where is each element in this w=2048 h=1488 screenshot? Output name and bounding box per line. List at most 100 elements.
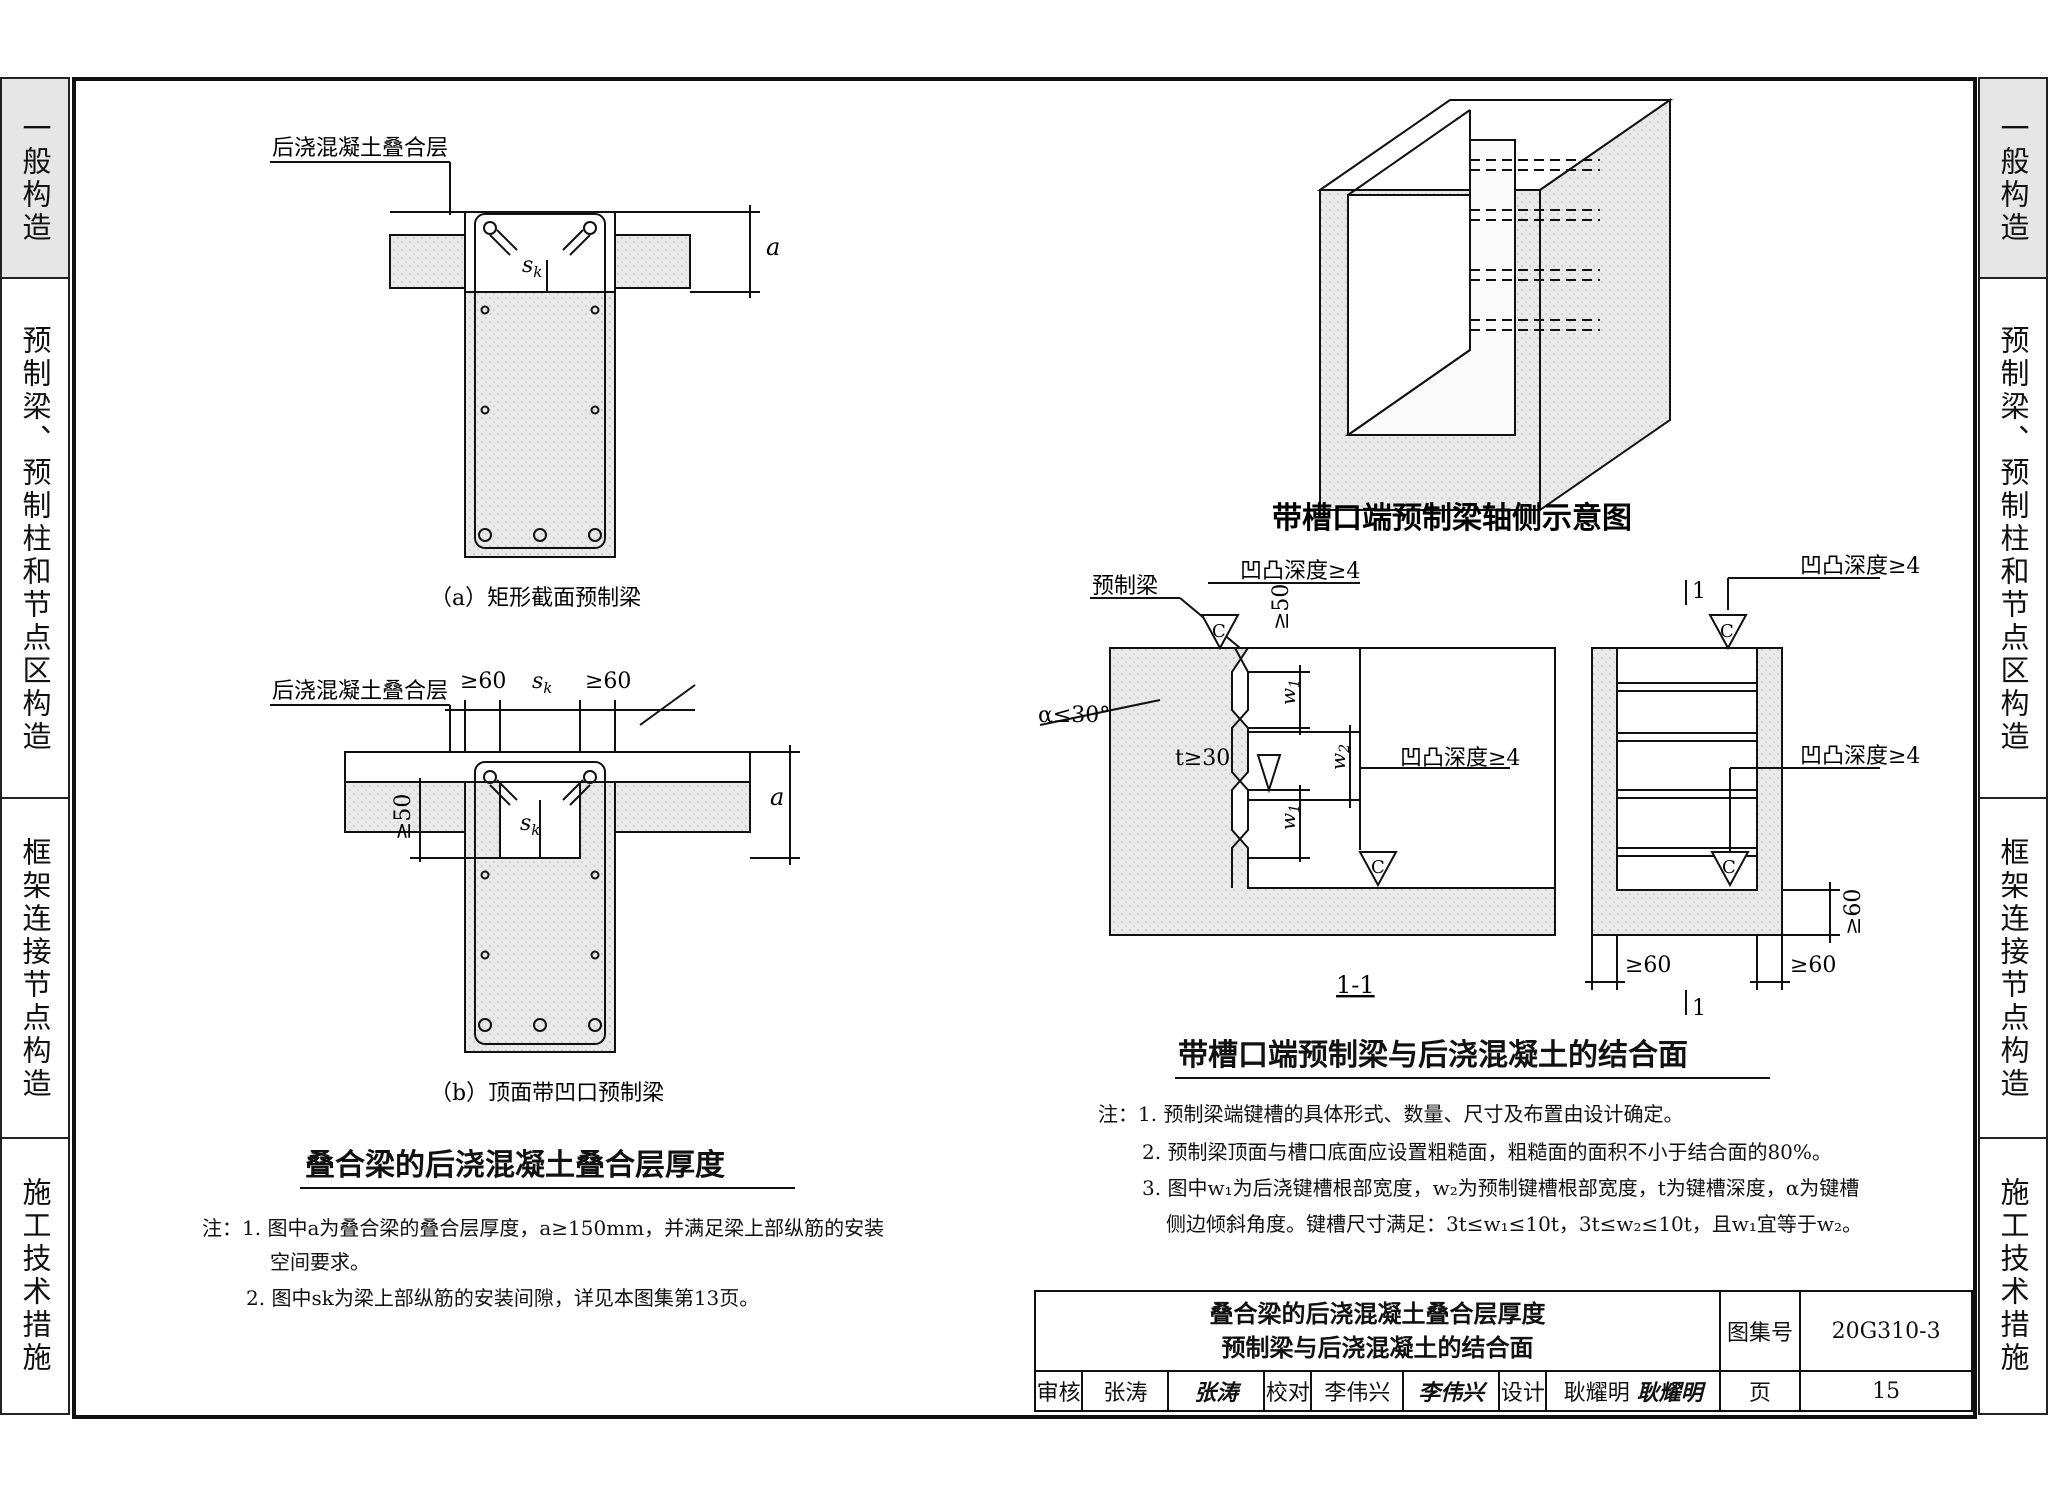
rebar bbox=[480, 950, 490, 960]
right-panel-title: 带槽口端预制梁与后浇混凝土的结合面 bbox=[1178, 1038, 1688, 1073]
rebar bbox=[590, 305, 600, 315]
slab-right bbox=[614, 781, 751, 833]
rebar bbox=[590, 405, 600, 415]
hook bbox=[489, 234, 511, 256]
elev-depth-top: 凹凸深度≥4 bbox=[1800, 554, 1920, 579]
figure-b-notch-beam bbox=[270, 684, 800, 1053]
side-tab-label: 框架连接节点构造 bbox=[1996, 837, 2030, 1101]
title-block: 叠合梁的后浇混凝土叠合层厚度 预制梁与后浇混凝土的结合面 图集号 20G310-… bbox=[1033, 1290, 1973, 1412]
checker-name: 李伟兴 bbox=[1310, 1370, 1405, 1412]
reviewer-signature: 张涛 bbox=[1167, 1370, 1266, 1412]
slot-elevation bbox=[1585, 577, 1880, 1015]
side-tab-label: 框架连接节点构造 bbox=[18, 837, 52, 1101]
key-profile bbox=[1231, 647, 1249, 888]
designer-signature: 耿耀明 bbox=[1636, 1380, 1703, 1406]
page-number: 15 bbox=[1799, 1370, 1973, 1412]
hook bbox=[569, 784, 591, 806]
designer-name-and-signature: 耿耀明 耿耀明 bbox=[1545, 1370, 1721, 1412]
figure-a-rect-beam bbox=[270, 161, 760, 558]
side-tab-label: 预制梁、预制柱和节点区构造 bbox=[1996, 324, 2030, 754]
title-block-title: 叠合梁的后浇混凝土叠合层厚度 预制梁与后浇混凝土的结合面 bbox=[1034, 1290, 1721, 1372]
sec-w1-top: w1 bbox=[1276, 679, 1303, 705]
elev-cut-bottom: 1 bbox=[1692, 996, 1706, 1021]
side-tab-construction-right[interactable]: 施工技术措施 bbox=[1978, 1137, 2048, 1415]
hook bbox=[496, 229, 518, 251]
rebar bbox=[590, 870, 600, 880]
isometric-view bbox=[1316, 98, 1674, 512]
roughness-symbol bbox=[1200, 614, 1240, 651]
fig-a-layer-label: 后浇混凝土叠合层 bbox=[272, 136, 448, 161]
rebar bbox=[583, 770, 597, 784]
topping-layer bbox=[344, 751, 751, 783]
sec-depth-mid: 凹凸深度≥4 bbox=[1400, 746, 1520, 771]
left-panel-title: 叠合梁的后浇混凝土叠合层厚度 bbox=[305, 1148, 725, 1183]
review-label: 审核 bbox=[1033, 1370, 1084, 1412]
fig-a-dim-a: a bbox=[766, 233, 780, 261]
side-tab-label: 一般构造 bbox=[1996, 113, 2030, 245]
hook bbox=[496, 779, 518, 801]
sec-depth-top: 凹凸深度≥4 bbox=[1240, 559, 1360, 584]
check-label: 校对 bbox=[1263, 1370, 1313, 1412]
side-tab-general-left[interactable]: 一般构造 bbox=[0, 77, 70, 281]
sec-ge50: ≥50 bbox=[1269, 584, 1294, 630]
sec-label: 1-1 bbox=[1336, 971, 1375, 999]
hook bbox=[569, 234, 591, 256]
side-tab-precast-right[interactable]: 预制梁、预制柱和节点区构造 bbox=[1978, 277, 2048, 801]
elev-c-top: C bbox=[1720, 621, 1734, 642]
side-tab-label: 施工技术措施 bbox=[1996, 1177, 2030, 1375]
fig-b-ge50: ≥50 bbox=[391, 794, 416, 840]
side-tab-label: 施工技术措施 bbox=[18, 1177, 52, 1375]
side-tab-frame-right[interactable]: 框架连接节点构造 bbox=[1978, 797, 2048, 1141]
rebar bbox=[533, 1018, 547, 1032]
rebar bbox=[588, 1018, 602, 1032]
fig-a-sk: sk bbox=[522, 253, 542, 281]
sec-c-bottom: C bbox=[1371, 857, 1385, 878]
rebar bbox=[590, 950, 600, 960]
leader-line bbox=[1039, 699, 1161, 726]
elev-ge60-left: ≥60 bbox=[1625, 953, 1671, 978]
sec-t: t≥30 bbox=[1175, 746, 1230, 771]
key-lines bbox=[1470, 159, 1600, 331]
left-note-1: 注：1. 图中a为叠合梁的叠合层厚度，a≥150mm，并满足梁上部纵筋的安装 bbox=[202, 1216, 885, 1240]
designer-name: 耿耀明 bbox=[1563, 1381, 1630, 1406]
sec-beam-label: 预制梁 bbox=[1092, 574, 1158, 599]
side-tab-construction-left[interactable]: 施工技术措施 bbox=[0, 1137, 70, 1415]
atlas-label: 图集号 bbox=[1718, 1290, 1802, 1372]
roughness-symbol bbox=[1708, 614, 1748, 651]
side-tab-label: 预制梁、预制柱和节点区构造 bbox=[18, 324, 52, 754]
rebar bbox=[483, 221, 497, 235]
rebar bbox=[480, 305, 490, 315]
sec-w1-bottom: w1 bbox=[1276, 804, 1303, 830]
slot-edge bbox=[1347, 109, 1471, 196]
key-triangle bbox=[1256, 754, 1282, 794]
iso-title: 带槽口端预制梁轴侧示意图 bbox=[1272, 501, 1632, 536]
sec-c-top: C bbox=[1212, 621, 1226, 642]
stirrup bbox=[474, 213, 606, 549]
roughness-symbol bbox=[1710, 851, 1750, 888]
left-note-1-cont: 空间要求。 bbox=[270, 1250, 370, 1274]
elev-depth-mid: 凹凸深度≥4 bbox=[1800, 744, 1920, 769]
stirrup bbox=[474, 761, 606, 1045]
rebar bbox=[478, 1018, 492, 1032]
elev-cut-top: 1 bbox=[1692, 579, 1706, 604]
right-note-2: 2. 预制梁顶面与槽口底面应设置粗糙面，粗糙面的面积不小于结合面的80%。 bbox=[1142, 1140, 1832, 1164]
fig-b-ge60-left: ≥60 bbox=[460, 669, 506, 694]
left-note-2: 2. 图中sk为梁上部纵筋的安装间隙，详见本图集第13页。 bbox=[246, 1286, 760, 1310]
key-section-detail bbox=[1039, 582, 1556, 936]
fig-b-caption: （b）顶面带凹口预制梁 bbox=[430, 1081, 664, 1106]
topping-layer bbox=[464, 211, 616, 293]
title-line-1: 叠合梁的后浇混凝土叠合层厚度 bbox=[1209, 1300, 1546, 1328]
slab-right bbox=[614, 234, 691, 289]
fig-b-sk-notch: sk bbox=[520, 811, 540, 839]
side-tab-frame-left[interactable]: 框架连接节点构造 bbox=[0, 797, 70, 1141]
rebar bbox=[583, 221, 597, 235]
elev-ge60-vertical: ≥60 bbox=[1841, 889, 1866, 935]
side-tab-general-right[interactable]: 一般构造 bbox=[1978, 77, 2048, 281]
fig-a-caption: （a）矩形截面预制梁 bbox=[430, 586, 641, 611]
rebar bbox=[588, 528, 602, 542]
title-line-2: 预制梁与后浇混凝土的结合面 bbox=[1221, 1334, 1534, 1362]
beam-body bbox=[464, 291, 616, 558]
reviewer-name: 张涛 bbox=[1081, 1370, 1170, 1412]
slab-left bbox=[389, 234, 466, 289]
fig-b-sk-top: sk bbox=[532, 669, 552, 697]
